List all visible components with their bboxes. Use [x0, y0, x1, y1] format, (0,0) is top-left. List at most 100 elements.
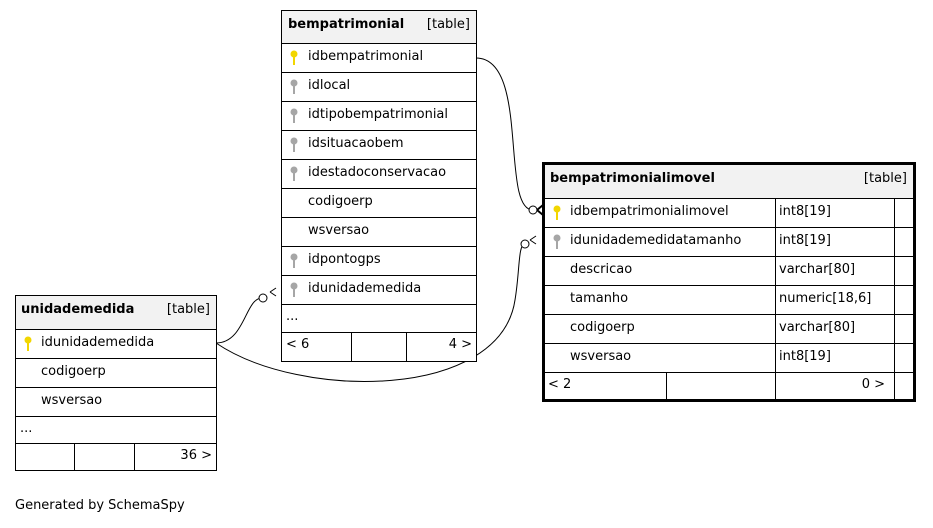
table-footer: < 6 4 >: [282, 332, 476, 361]
column-name: wsversao: [308, 223, 370, 238]
edge-end-optional: [520, 239, 530, 249]
table-kind: [table]: [166, 302, 210, 317]
column-row[interactable]: codigoerp: [282, 188, 476, 217]
footer-divider: [775, 373, 776, 399]
column-name: idlocal: [308, 78, 351, 93]
column-type: varchar[80]: [779, 262, 856, 277]
edge-unidademedida-bempatrimonial: [215, 297, 263, 344]
footer-divider: [134, 444, 135, 470]
column-row[interactable]: idunidademedidatamanho int8[19]: [545, 227, 913, 256]
foreign-key-icon: [290, 282, 298, 298]
column-name: idunidademedidatamanho: [570, 233, 742, 248]
footer-divider: [666, 373, 667, 399]
parents-count[interactable]: < 6: [286, 337, 310, 352]
column-name: wsversao: [570, 349, 632, 364]
column-divider: [894, 199, 895, 227]
more-columns-ellipsis: ...: [286, 309, 299, 324]
column-divider: [775, 286, 776, 314]
column-name: idbempatrimonialimovel: [570, 204, 729, 219]
column-divider: [775, 344, 776, 372]
column-row[interactable]: idsituacaobem: [282, 130, 476, 159]
edge-end-crow: [529, 235, 537, 245]
column-row[interactable]: idpontogps: [282, 246, 476, 275]
column-row[interactable]: wsversao: [282, 217, 476, 246]
table-header: bempatrimonial [table]: [282, 11, 476, 43]
column-divider: [894, 286, 895, 314]
column-divider: [775, 315, 776, 343]
table-header: unidademedida [table]: [16, 296, 216, 329]
column-name: wsversao: [41, 393, 103, 408]
column-row[interactable]: idestadoconservacao: [282, 159, 476, 188]
column-row[interactable]: descricao varchar[80]: [545, 256, 913, 285]
footer-divider: [894, 373, 895, 399]
column-divider: [894, 344, 895, 372]
column-row[interactable]: idbempatrimonial: [282, 43, 476, 72]
table-kind: [table]: [863, 171, 907, 186]
column-row[interactable]: tamanho numeric[18,6]: [545, 285, 913, 314]
column-type: numeric[18,6]: [779, 291, 872, 306]
column-row[interactable]: idtipobempatrimonial: [282, 101, 476, 130]
more-columns-ellipsis: ...: [20, 421, 33, 436]
table-footer: < 2 0 >: [545, 372, 913, 399]
table-bempatrimonialimovel[interactable]: bempatrimonialimovel [table] idbempatrim…: [542, 162, 916, 402]
edge-end-optional: [258, 293, 268, 303]
table-name: bempatrimonial: [288, 17, 405, 32]
table-header: bempatrimonialimovel [table]: [545, 165, 913, 198]
primary-key-icon: [290, 50, 298, 66]
table-footer: 36 >: [16, 443, 216, 470]
children-count[interactable]: 36 >: [180, 448, 212, 463]
table-kind: [table]: [426, 17, 470, 32]
table-unidademedida[interactable]: unidademedida [table] idunidademedida co…: [15, 295, 217, 471]
column-name: tamanho: [570, 291, 629, 306]
foreign-key-icon: [290, 253, 298, 269]
column-row[interactable]: codigoerp varchar[80]: [545, 314, 913, 343]
column-name: idsituacaobem: [308, 136, 404, 151]
column-divider: [894, 257, 895, 285]
primary-key-icon: [553, 205, 561, 221]
generated-by-label: Generated by SchemaSpy: [15, 498, 185, 513]
column-type: int8[19]: [779, 204, 831, 219]
column-row[interactable]: idunidademedida: [16, 329, 216, 358]
column-divider: [894, 228, 895, 256]
children-count[interactable]: 4 >: [448, 337, 472, 352]
column-row[interactable]: codigoerp: [16, 358, 216, 387]
edge-end-crow: [269, 287, 277, 297]
children-count[interactable]: 0 >: [861, 377, 885, 392]
column-row[interactable]: idlocal: [282, 72, 476, 101]
primary-key-icon: [24, 336, 32, 352]
footer-divider: [406, 333, 407, 361]
more-columns-row[interactable]: ...: [16, 416, 216, 443]
column-row[interactable]: wsversao int8[19]: [545, 343, 913, 372]
column-name: codigoerp: [570, 320, 635, 335]
foreign-key-icon: [290, 137, 298, 153]
table-name: unidademedida: [21, 302, 135, 317]
column-divider: [775, 257, 776, 285]
column-type: int8[19]: [779, 233, 831, 248]
column-row[interactable]: idunidademedida: [282, 275, 476, 304]
column-name: idbempatrimonial: [308, 49, 424, 64]
column-name: idtipobempatrimonial: [308, 107, 449, 122]
foreign-key-icon: [290, 108, 298, 124]
parents-count[interactable]: < 2: [548, 377, 572, 392]
column-name: codigoerp: [308, 194, 373, 209]
column-name: idestadoconservacao: [308, 165, 447, 180]
table-bempatrimonial[interactable]: bempatrimonial [table] idbempatrimonial …: [281, 10, 477, 362]
column-divider: [775, 199, 776, 227]
column-row[interactable]: wsversao: [16, 387, 216, 416]
edge-bempatrimonial-bempatrimonialimovel: [475, 57, 534, 211]
column-divider: [775, 228, 776, 256]
column-name: idunidademedida: [308, 281, 422, 296]
column-name: idpontogps: [308, 252, 381, 267]
more-columns-row[interactable]: ...: [282, 304, 476, 332]
column-name: codigoerp: [41, 364, 106, 379]
column-name: descricao: [570, 262, 633, 277]
foreign-key-icon: [290, 79, 298, 95]
column-row[interactable]: idbempatrimonialimovel int8[19]: [545, 198, 913, 227]
table-name: bempatrimonialimovel: [550, 171, 715, 186]
column-divider: [894, 315, 895, 343]
footer-divider: [74, 444, 75, 470]
foreign-key-icon: [553, 234, 561, 250]
edge-end-optional: [528, 205, 538, 215]
column-name: idunidademedida: [41, 335, 155, 350]
foreign-key-icon: [290, 166, 298, 182]
